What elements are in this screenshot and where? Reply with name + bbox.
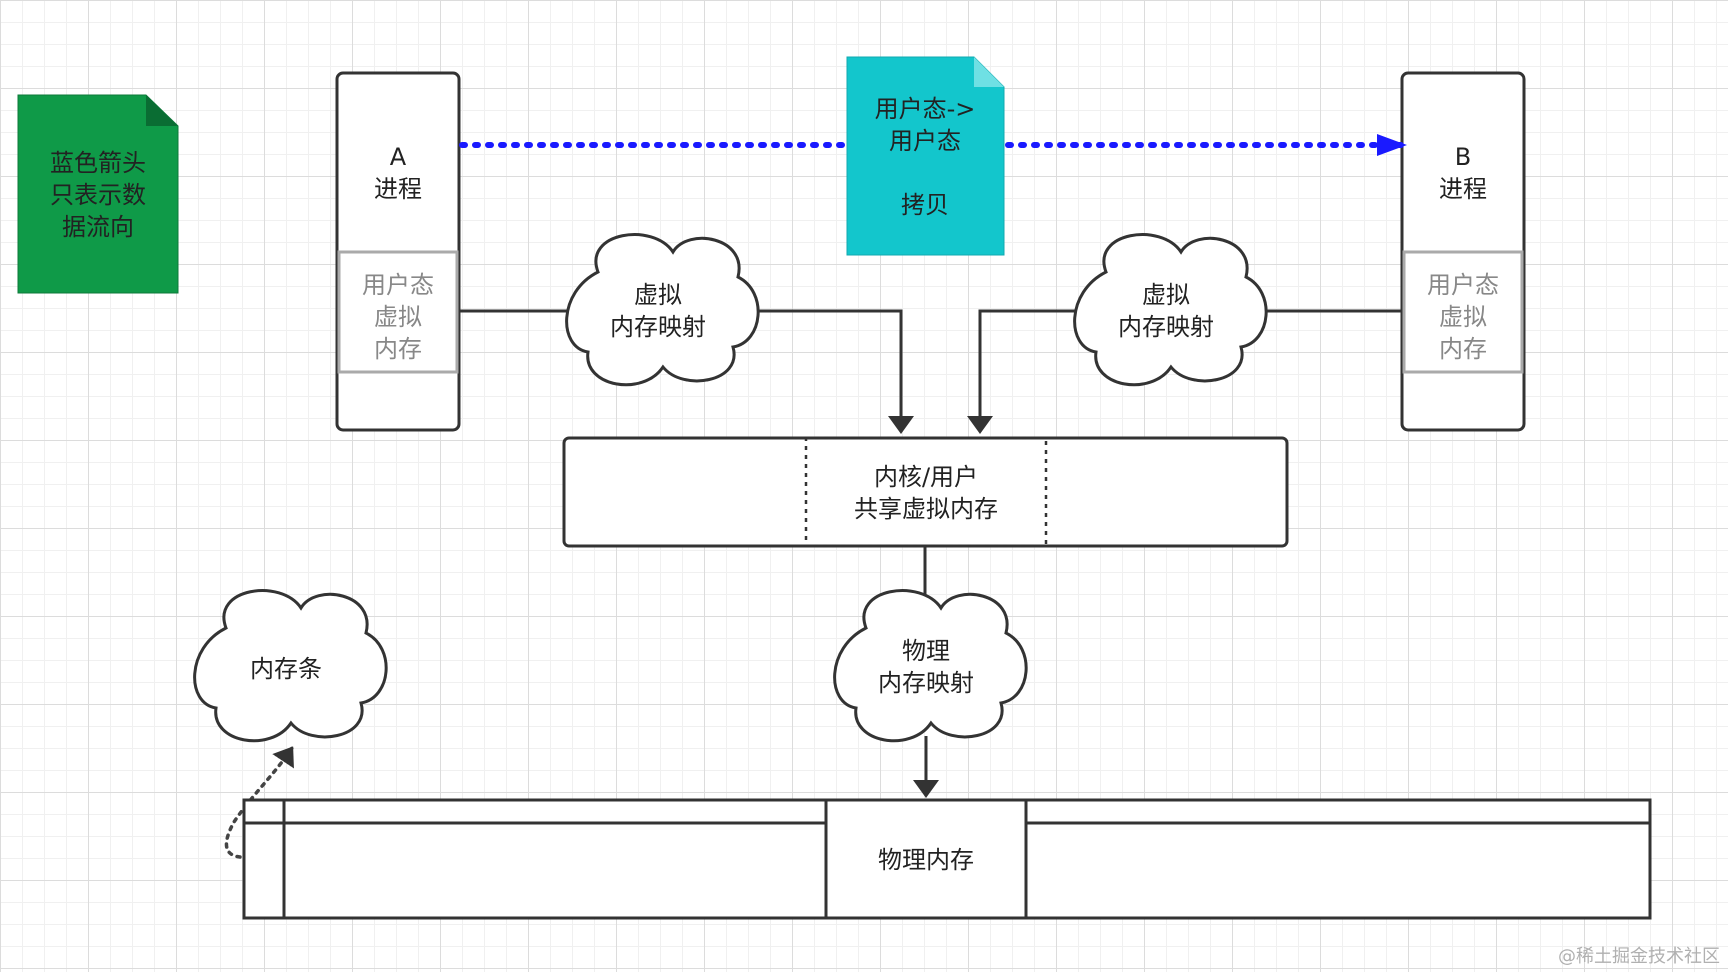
cloud-physical-line-1: 物理 <box>902 637 950 665</box>
cloud-physical-line-2: 内存映射 <box>878 669 974 697</box>
process-b-memory-line-1: 用户态 <box>1427 271 1499 299</box>
process-a-memory-line-2: 虚拟 <box>374 303 422 331</box>
cloud-left-line-2: 内存映射 <box>610 313 706 341</box>
connector-ram-dotted <box>224 746 294 859</box>
shared-virtual-memory: 内核/用户 共享虚拟内存 <box>562 436 1289 548</box>
process-b-title-line-2: 进程 <box>1439 175 1487 203</box>
cloud-right-line-2: 内存映射 <box>1118 313 1214 341</box>
cloud-right-line-1: 虚拟 <box>1142 281 1190 309</box>
cloud-left-line-1: 虚拟 <box>634 281 682 309</box>
process-a-memory-box <box>337 250 459 374</box>
copy-note-line-2: 用户态 <box>889 127 961 155</box>
process-b: B 进程 用户态 虚拟 内存 <box>1400 71 1526 432</box>
process-a: A 进程 用户态 虚拟 内存 <box>335 71 461 432</box>
cloud-ram-label: 内存条 <box>250 655 322 683</box>
process-a-memory-line-3: 内存 <box>374 335 422 363</box>
cloud-virtual-mapping-right: 虚拟 内存映射 <box>1073 233 1268 387</box>
shared-memory-line-1: 内核/用户 <box>874 463 978 491</box>
cloud-physical-mapping: 物理 内存映射 <box>833 589 1028 743</box>
process-b-memory-line-2: 虚拟 <box>1439 303 1487 331</box>
legend-note: 蓝色箭头 只表示数 据流向 <box>17 94 179 294</box>
process-b-memory-box <box>1402 250 1524 374</box>
connector-left <box>459 309 901 432</box>
watermark: @稀土掘金技术社区 <box>1558 946 1720 967</box>
legend-note-line-3: 据流向 <box>62 213 134 241</box>
physical-memory-segment <box>824 798 1028 920</box>
process-a-memory-line-1: 用户态 <box>362 271 434 299</box>
copy-note-line-1: 用户态-> <box>875 95 976 123</box>
process-a-title-line-1: A <box>390 143 407 171</box>
process-b-title-line-1: B <box>1455 143 1471 171</box>
copy-note-line-4: 拷贝 <box>901 191 949 219</box>
process-b-memory-line-3: 内存 <box>1439 335 1487 363</box>
physical-memory-label: 物理内存 <box>878 846 974 874</box>
shared-memory-line-2: 共享虚拟内存 <box>854 495 998 523</box>
physical-memory: 物理内存 <box>242 798 1652 920</box>
connector-right <box>980 309 1402 432</box>
cloud-ram-stick: 内存条 <box>193 589 388 743</box>
legend-note-line-1: 蓝色箭头 <box>50 149 146 177</box>
process-a-title-line-2: 进程 <box>374 175 422 203</box>
copy-note: 用户态-> 用户态 拷贝 <box>846 56 1005 256</box>
legend-note-line-2: 只表示数 <box>50 181 146 209</box>
cloud-virtual-mapping-left: 虚拟 内存映射 <box>565 233 760 387</box>
